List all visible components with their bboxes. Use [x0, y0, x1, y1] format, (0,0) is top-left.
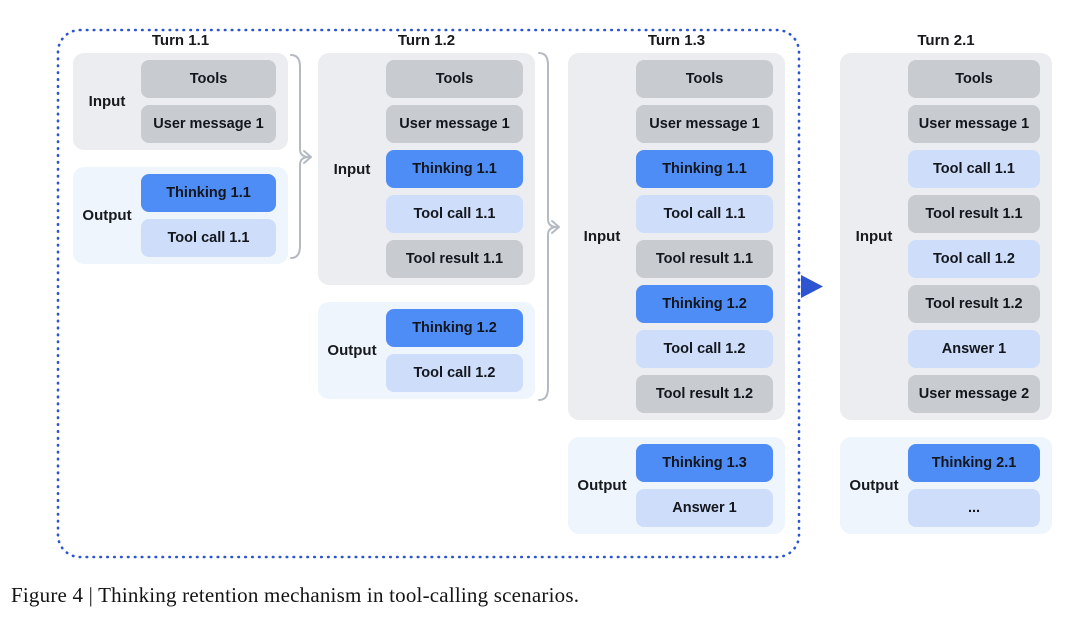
block-tool-call-1-2: Tool call 1.2	[386, 354, 523, 392]
block-thinking-1-1: Thinking 1.1	[141, 174, 276, 212]
block-tool-result-1-1: Tool result 1.1	[908, 195, 1040, 233]
block-tool-result-1-2: Tool result 1.2	[908, 285, 1040, 323]
output-label: Output	[577, 477, 627, 494]
block-answer-1: Answer 1	[908, 330, 1040, 368]
block-tool-call-1-2: Tool call 1.2	[636, 330, 773, 368]
input-label: Input	[333, 160, 371, 178]
block-thinking-1-3: Thinking 1.3	[636, 444, 773, 482]
output-label: Output	[82, 207, 132, 224]
turn-title: Turn 1.1	[151, 32, 210, 49]
brace-connector-icon	[290, 54, 312, 259]
flow-arrow-icon	[801, 275, 823, 298]
block-tool-call-1-2: Tool call 1.2	[908, 240, 1040, 278]
input-label: Input	[855, 228, 893, 245]
figure-caption: Figure 4 | Thinking retention mechanism …	[11, 583, 580, 607]
block-user-message-1: User message 1	[386, 105, 523, 143]
input-label: Input	[88, 93, 126, 110]
block-tools: Tools	[908, 60, 1040, 98]
block-tools: Tools	[141, 60, 276, 98]
output-boxes: Thinking 2.1...	[908, 437, 1052, 534]
block-tools: Tools	[386, 60, 523, 98]
block-thinking-2-1: Thinking 2.1	[908, 444, 1040, 482]
block-tool-call-1-1: Tool call 1.1	[636, 195, 773, 233]
turn-title: Turn 1.2	[397, 32, 456, 49]
block-tool-call-1-1: Tool call 1.1	[908, 150, 1040, 188]
block-tool-result-1-2: Tool result 1.2	[636, 375, 773, 413]
block-tool-call-1-1: Tool call 1.1	[141, 219, 276, 257]
output-label: Output	[849, 477, 899, 494]
block-thinking-1-1: Thinking 1.1	[636, 150, 773, 188]
input-label: Input	[583, 228, 621, 245]
output-panel: Output Thinking 2.1...	[840, 437, 1052, 534]
output-label: Output	[327, 342, 377, 359]
block-user-message-1: User message 1	[636, 105, 773, 143]
turn-title: Turn 1.3	[647, 32, 706, 49]
block-ellipsis: ...	[908, 489, 1040, 527]
block-thinking-1-1: Thinking 1.1	[386, 150, 523, 188]
block-thinking-1-2: Thinking 1.2	[636, 285, 773, 323]
block-tool-call-1-1: Tool call 1.1	[386, 195, 523, 233]
block-tool-result-1-1: Tool result 1.1	[636, 240, 773, 278]
block-answer-1: Answer 1	[636, 489, 773, 527]
brace-connector-icon	[538, 52, 560, 401]
turn-title: Turn 2.1	[917, 32, 975, 49]
block-tool-result-1-1: Tool result 1.1	[386, 240, 523, 278]
block-user-message-1: User message 1	[908, 105, 1040, 143]
block-user-message-1: User message 1	[141, 105, 276, 143]
block-tools: Tools	[636, 60, 773, 98]
block-user-message-2: User message 2	[908, 375, 1040, 413]
block-thinking-1-2: Thinking 1.2	[386, 309, 523, 347]
